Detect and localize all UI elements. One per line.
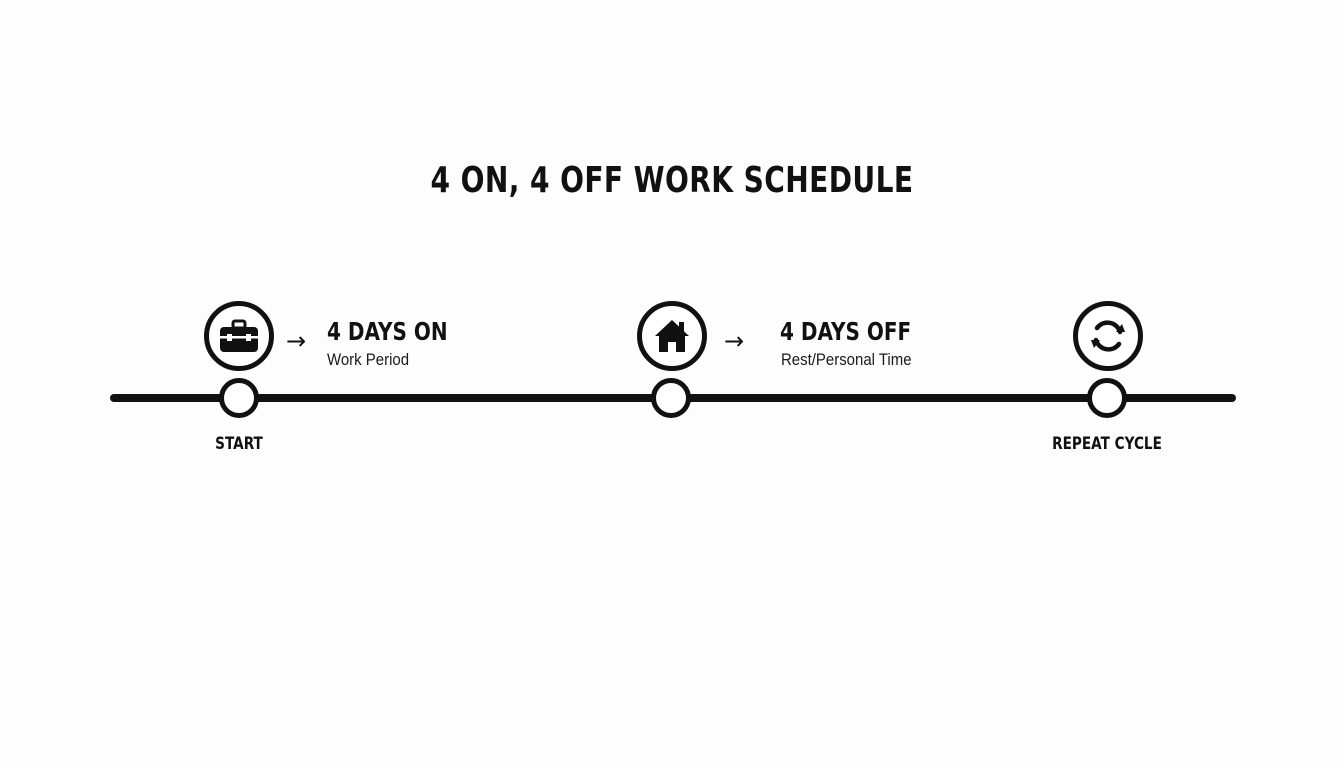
segment-subtitle-work-period: Work Period	[327, 350, 410, 369]
diagram-title: 4 ON, 4 OFF WORK SCHEDULE	[430, 160, 914, 201]
repeat-cycle-icon	[1091, 320, 1125, 352]
arrow-rest-period: →	[724, 327, 745, 355]
briefcase-icon-circle	[204, 301, 274, 371]
segment-title-days-on: 4 DAYS ON	[327, 317, 448, 346]
briefcase-icon	[220, 319, 258, 352]
node-label-start: START	[215, 434, 263, 454]
timeline-node-middle	[651, 378, 691, 418]
home-icon	[655, 320, 689, 352]
timeline-node-repeat	[1087, 378, 1127, 418]
segment-subtitle-rest-time: Rest/Personal Time	[781, 350, 912, 369]
home-icon-circle	[637, 301, 707, 371]
node-label-repeat-cycle: REPEAT CYCLE	[1052, 434, 1162, 454]
repeat-cycle-icon-circle	[1073, 301, 1143, 371]
arrow-work-period: →	[286, 327, 307, 355]
segment-title-days-off: 4 DAYS OFF	[780, 317, 912, 346]
timeline-node-start	[219, 378, 259, 418]
